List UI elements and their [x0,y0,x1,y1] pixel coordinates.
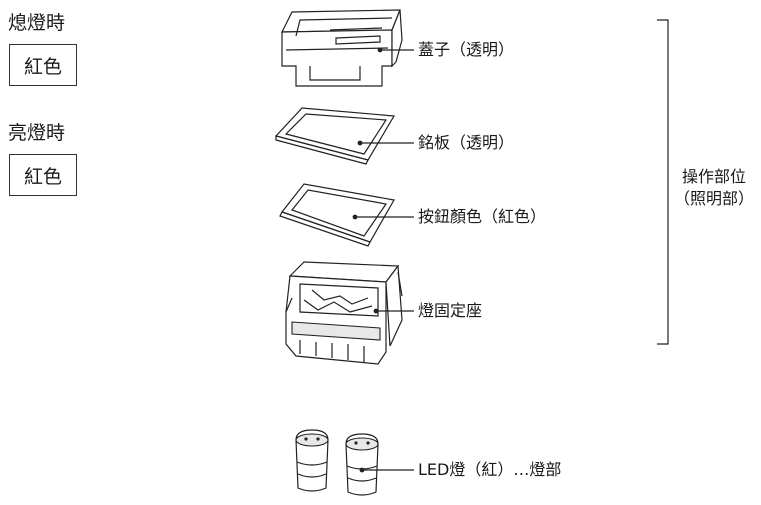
lit-color-box: 紅色 [9,154,77,196]
led-lamps-drawing [295,429,379,496]
cover-part-drawing [281,9,403,87]
nameplate-part-drawing [274,107,396,165]
unlit-color-label: 紅色 [23,55,62,78]
label-lamp-holder: 燈固定座 [418,301,483,320]
label-nameplate: 銘板（透明） [418,133,515,152]
label-led: LED燈（紅）…燈部 [418,460,562,479]
label-button-color: 按鈕顏色（紅色） [418,207,547,226]
label-cover: 蓋子（透明） [418,40,515,59]
operation-part-label-line2: （照明部） [673,188,754,208]
operation-part-label: 操作部位 （照明部） [668,166,760,209]
lit-state-title: 亮燈時 [8,122,66,144]
operation-part-label-line1: 操作部位 [681,167,746,186]
lit-color-label: 紅色 [23,165,62,188]
lamp-holder-drawing [285,261,403,365]
unlit-color-box: 紅色 [9,44,77,86]
operation-part-bracket [657,19,669,345]
unlit-state-title: 熄燈時 [8,12,66,34]
leader-lines [352,47,414,473]
button-color-plate-drawing [279,183,395,247]
